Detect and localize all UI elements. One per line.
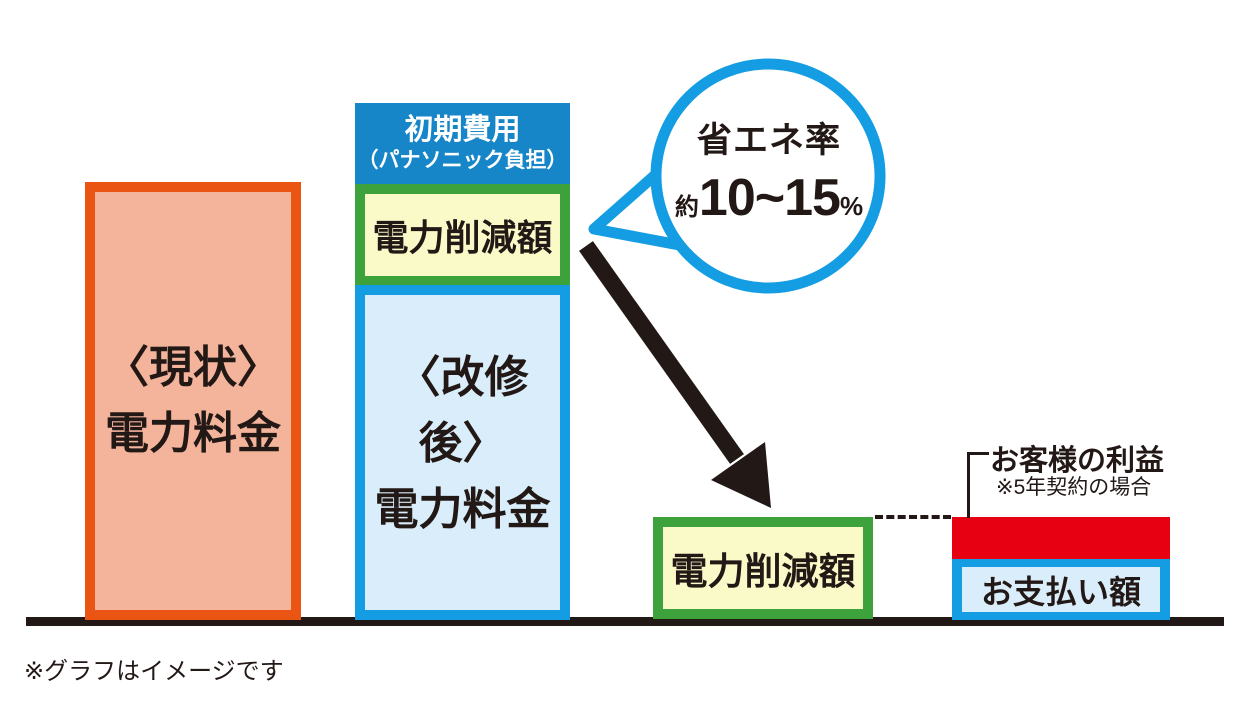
payment-segment: お支払い額 <box>952 559 1170 620</box>
bubble-value: 約10~15% <box>655 172 883 237</box>
savings-result-box: 電力削減額 <box>653 517 873 619</box>
bar-after-label-line2: 電力料金 <box>374 485 551 534</box>
down-arrow <box>579 241 771 508</box>
bar-current-label-line2: 電力料金 <box>105 409 281 458</box>
customer-profit-note: ※5年契約の場合 <box>996 476 1152 499</box>
footnote: ※グラフはイメージです <box>24 658 284 685</box>
bar-current: 〈現状〉 電力料金 <box>85 182 301 620</box>
customer-profit-segment <box>952 517 1170 559</box>
bar-after-body: 〈改修後〉 電力料金 <box>355 285 570 620</box>
savings-result-label: 電力削減額 <box>670 551 856 592</box>
customer-profit-label: お客様の利益 <box>990 445 1165 477</box>
profit-callout-line-horizontal <box>967 452 989 455</box>
bubble-text: 省エネ率 約10~15% <box>655 122 883 237</box>
bar-after-savings-segment: 電力削減額 <box>355 184 570 286</box>
bubble-title: 省エネ率 <box>696 121 841 160</box>
bar-current-label-line1: 〈現状〉 <box>105 343 281 392</box>
bubble-percent-sign: % <box>839 191 864 221</box>
bubble-range: 10~15 <box>698 169 841 227</box>
down-arrow-head <box>711 442 771 508</box>
dashed-connector <box>875 515 951 519</box>
initial-cost-note: （パナソニック負担） <box>357 148 568 172</box>
profit-callout-line-vertical <box>967 452 970 518</box>
speech-bubble-circle <box>650 58 886 294</box>
baseline-axis <box>26 617 1224 626</box>
down-arrow-shaft <box>579 241 744 464</box>
bar-after-label-line1: 〈改修後〉 <box>396 353 529 468</box>
initial-cost-label: 初期費用 <box>404 114 521 147</box>
payment-inner-panel: お支払い額 <box>962 567 1160 612</box>
bubble-approx: 約 <box>674 194 699 221</box>
payment-label: お支払い額 <box>980 573 1141 610</box>
bar-after-header: 初期費用 （パナソニック負担） <box>355 103 570 185</box>
speech-bubble <box>588 58 886 294</box>
bar-after-savings-label: 電力削減額 <box>372 217 553 258</box>
